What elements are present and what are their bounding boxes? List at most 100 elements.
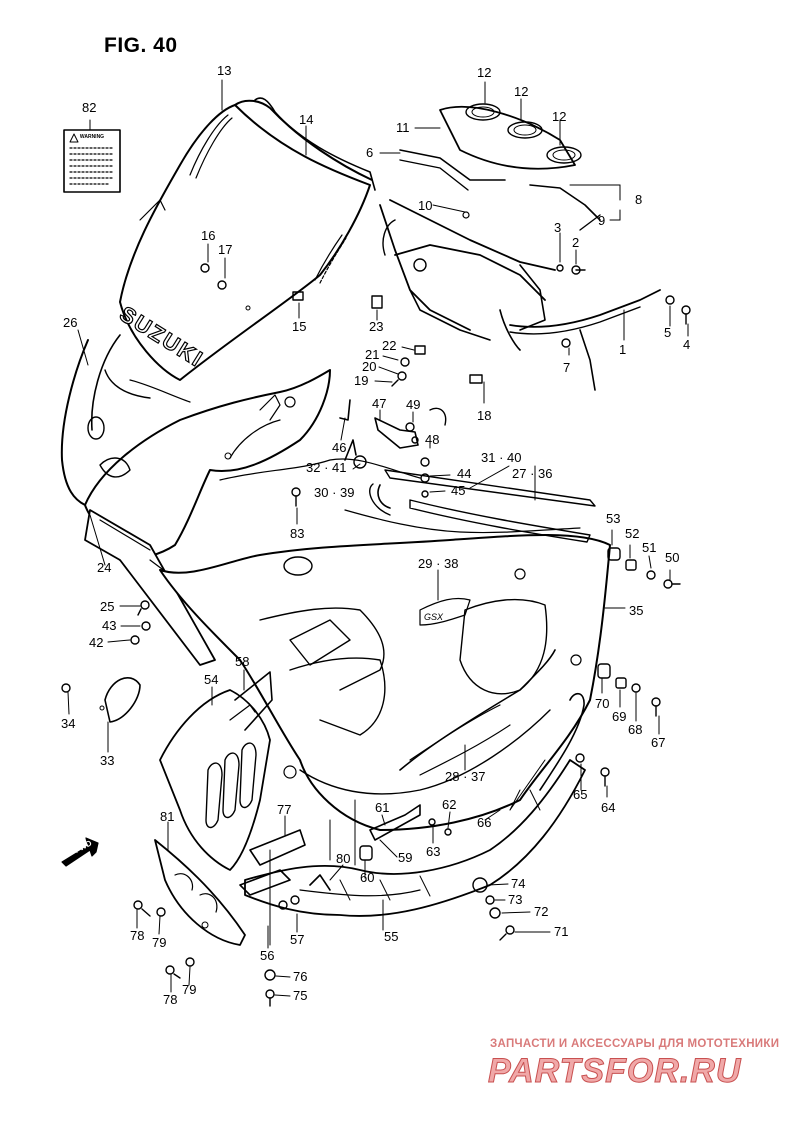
part-number-label: 42	[89, 635, 104, 650]
part-number-label: 56	[260, 948, 275, 963]
part-number-label: 12	[477, 65, 492, 80]
windscreen-part	[119, 97, 376, 381]
figure-title: FIG. 40	[104, 34, 178, 57]
part-number-label: 78	[163, 992, 178, 1007]
part-number-label: 72	[534, 904, 549, 919]
part-number-label: 64	[601, 800, 616, 815]
part-number-label: 28 · 37	[445, 769, 486, 784]
watermark-logo: PARTSFOR.RU	[487, 1052, 742, 1090]
part-number-label: 15	[292, 319, 307, 334]
part-number-label: 35	[629, 603, 644, 618]
part-number-label: 55	[384, 929, 399, 944]
part-number-label: 9	[598, 213, 606, 228]
part-number-label: 34	[61, 716, 76, 731]
fwd-arrow-icon	[61, 837, 99, 867]
small-bracket-parts	[234, 399, 421, 896]
windscreen-brand-text: SUZUKI	[115, 301, 208, 372]
part-number-label: 16	[201, 228, 216, 243]
part-number-label: 69	[612, 709, 627, 724]
part-number-label: 17	[218, 242, 233, 257]
part-number-label: 13	[217, 63, 232, 78]
part-number-label: 24	[97, 560, 112, 575]
part-number-label: 3	[554, 220, 562, 235]
part-number-label: 49	[406, 397, 421, 412]
part-number-label: 2	[572, 235, 580, 250]
part-number-label: 18	[477, 408, 492, 423]
part-number-label: 10	[418, 198, 433, 213]
upper-fairing-part	[60, 334, 331, 561]
part-number-label: 12	[514, 84, 529, 99]
part-number-label: 23	[369, 319, 384, 334]
part-number-label: 29 · 38	[418, 556, 459, 571]
leader-lines	[67, 79, 689, 997]
part-number-label: 80	[336, 851, 351, 866]
watermark-subtitle: ЗАПЧАСТИ И АКСЕССУАРЫ ДЛЯ МОТОТЕХНИКИ	[490, 1038, 780, 1050]
bracket-47-part	[374, 407, 447, 449]
trim-strip-parts	[377, 469, 596, 543]
lower-cowling-part	[244, 692, 586, 917]
part-number-label: 79	[152, 935, 167, 950]
part-number-label: 82	[82, 100, 97, 115]
part-number-label: 53	[606, 511, 621, 526]
part-number-label: 71	[554, 924, 569, 939]
part-number-label: 22	[382, 338, 397, 353]
part-number-label: 21	[365, 347, 380, 362]
part-number-label: 19	[354, 373, 369, 388]
side-cowling-part: GSX	[159, 458, 611, 831]
part-number-label: 65	[573, 787, 588, 802]
part-number-label: 6	[366, 145, 374, 160]
part-number-label: 14	[299, 112, 314, 127]
part-number-label: 11	[396, 120, 410, 135]
part-number-label: 68	[628, 722, 643, 737]
part-number-label: 50	[665, 550, 680, 565]
part-number-label: 73	[508, 892, 523, 907]
part-number-label: 70	[595, 696, 610, 711]
part-number-label: 30 · 39	[314, 485, 355, 500]
fairing-bracket-parts	[379, 103, 661, 391]
part-number-label: 78	[130, 928, 145, 943]
part-number-label: 47	[372, 396, 387, 411]
part-number-label: 67	[651, 735, 666, 750]
cover-part	[99, 677, 141, 723]
part-number-label: 43	[102, 618, 117, 633]
part-number-label: 8	[635, 192, 643, 207]
part-number-label: 60	[360, 870, 375, 885]
part-number-label: 1	[619, 342, 627, 357]
part-number-label: 5	[664, 325, 672, 340]
part-number-label: 51	[642, 540, 657, 555]
part-number-label: 12	[552, 109, 567, 124]
part-number-label: 26	[63, 315, 78, 330]
part-number-label: 52	[625, 526, 640, 541]
part-number-label: 59	[398, 850, 413, 865]
part-number-label: 79	[182, 982, 197, 997]
part-number-label: 62	[442, 797, 457, 812]
warning-label-title: WARNING	[79, 134, 105, 140]
part-number-label: 4	[683, 337, 691, 352]
inner-vent-panel-part	[159, 689, 271, 871]
part-number-label: 75	[293, 988, 308, 1003]
fastener-parts	[61, 263, 691, 1007]
part-number-label: 27 · 36	[512, 466, 553, 481]
part-number-label: 48	[425, 432, 440, 447]
part-number-label: 46	[332, 440, 347, 455]
part-number-label: 44	[457, 466, 472, 481]
part-number-label: 7	[563, 360, 571, 375]
warning-label-part	[63, 129, 121, 193]
part-number-label: 74	[511, 876, 526, 891]
part-number-label: 57	[290, 932, 305, 947]
part-number-label: 61	[375, 800, 390, 815]
part-number-label: 31 · 40	[481, 450, 522, 465]
inner-panel-part	[84, 509, 216, 666]
svg-text:GSX: GSX	[424, 612, 444, 622]
part-number-label: 33	[100, 753, 115, 768]
part-number-label: 63	[426, 844, 441, 859]
under-panel-part	[154, 839, 246, 946]
part-number-label: 83	[290, 526, 305, 541]
part-number-label: 32 · 41	[306, 460, 347, 475]
part-number-label: 66	[477, 815, 492, 830]
part-number-label: 81	[160, 809, 175, 824]
part-number-label: 45	[451, 483, 466, 498]
